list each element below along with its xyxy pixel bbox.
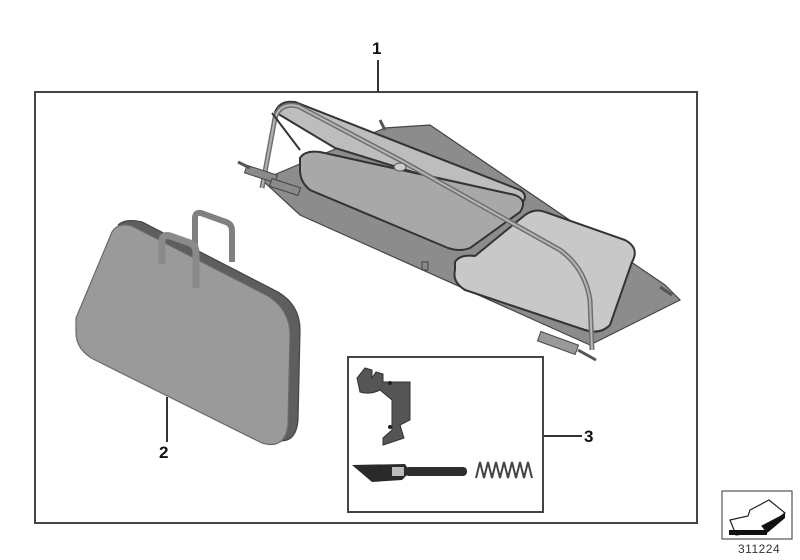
reference-arrow-icon xyxy=(721,490,793,540)
callout-3-label: 3 xyxy=(584,427,594,446)
callout-1-leader-line xyxy=(377,60,379,92)
callout-3-leader-line xyxy=(544,435,582,437)
mounting-kit-icon[interactable] xyxy=(352,367,533,482)
wind-deflector-icon[interactable] xyxy=(237,100,682,362)
mounting-kit-inset-box xyxy=(347,356,544,513)
reference-number: 311224 xyxy=(738,542,781,556)
callout-2-leader-line xyxy=(166,397,168,442)
callout-2-label: 2 xyxy=(159,443,169,462)
storage-bag-icon[interactable] xyxy=(75,209,301,446)
callout-1-label: 1 xyxy=(372,39,382,58)
main-assembly-frame xyxy=(34,91,698,524)
